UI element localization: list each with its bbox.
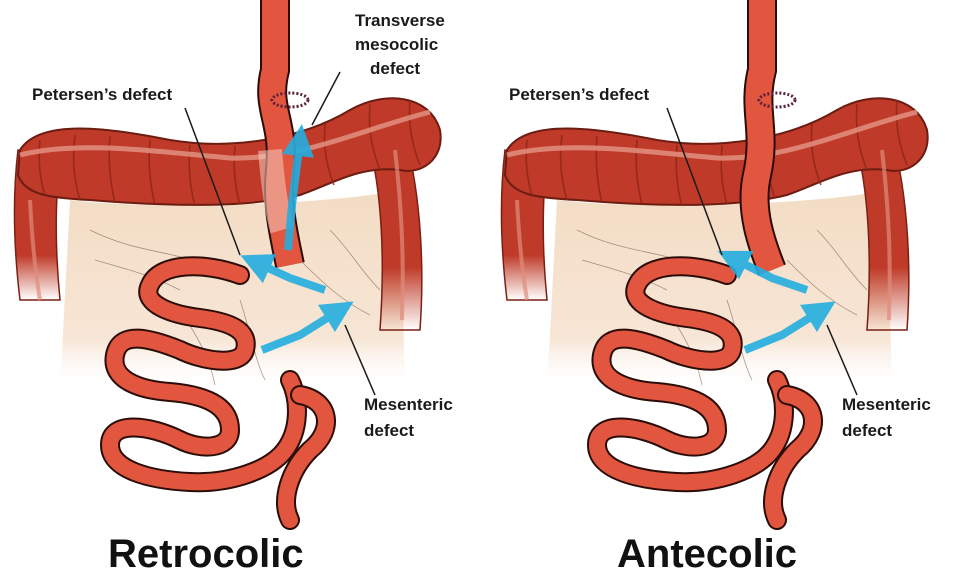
label-transverse-3: defect xyxy=(370,59,420,78)
roux-limb-behind-colon xyxy=(270,150,282,230)
label-mesenteric-2: defect xyxy=(842,421,892,440)
retrocolic-panel: Transverse mesocolic defect Petersen’s d… xyxy=(14,0,452,576)
label-mesenteric-2: defect xyxy=(364,421,414,440)
panel-title: Retrocolic xyxy=(108,532,304,576)
panel-title: Antecolic xyxy=(617,532,797,576)
label-petersens: Petersen’s defect xyxy=(509,85,649,104)
label-mesenteric-1: Mesenteric xyxy=(842,395,931,414)
label-transverse-2: mesocolic xyxy=(355,35,438,54)
colon-illustration xyxy=(14,98,440,390)
colon-illustration xyxy=(501,98,927,390)
label-petersens: Petersen’s defect xyxy=(32,85,172,104)
antecolic-panel: Petersen’s defect Mesenteric defect Ante… xyxy=(501,0,930,576)
label-transverse-1: Transverse xyxy=(355,11,445,30)
roux-limb xyxy=(755,0,772,270)
label-mesenteric-1: Mesenteric xyxy=(364,395,453,414)
